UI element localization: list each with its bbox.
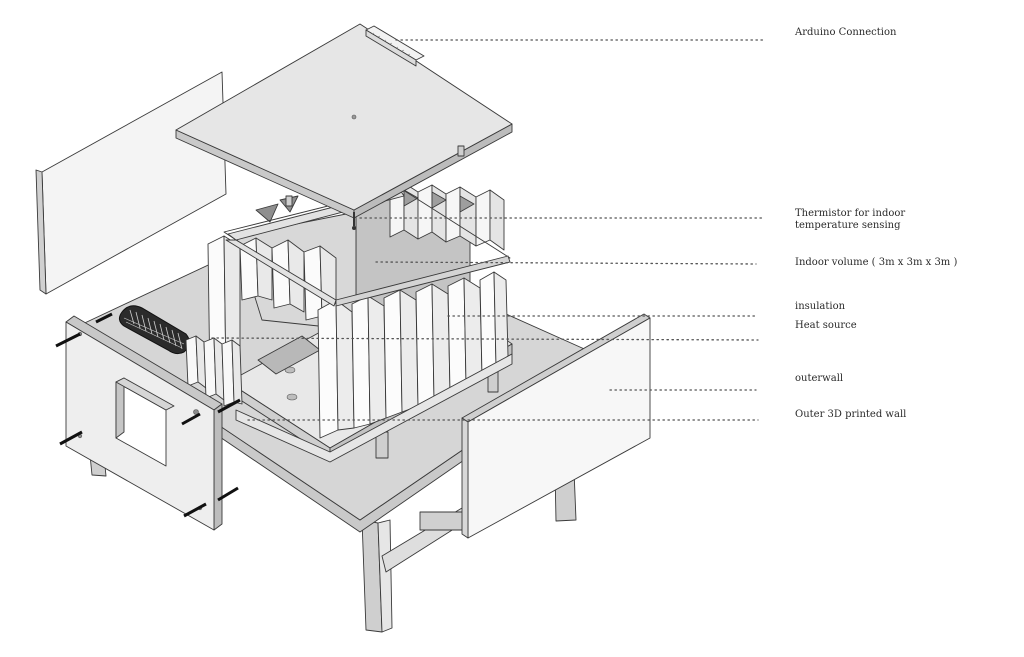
lid-face [175,23,513,211]
panel-side-edge [213,403,223,531]
fin-top-shadow [255,203,279,223]
leader-indoor-volume [375,261,757,265]
label-heat-source: Heat source [795,320,857,331]
leader-lines [211,39,765,421]
bottom-frame-edge [235,353,513,463]
heater-coil-icon [118,305,190,355]
thermistor-probe-icon [352,212,356,230]
label-indoor-volume: Indoor volume ( 3m x 3m x 3m ) [795,257,958,268]
outerwall-panel [461,313,651,539]
detached-left-panel [35,71,227,295]
bolt-icon [55,312,241,518]
floor-hole [284,366,296,374]
table-brace-block [419,511,467,531]
label-outer-3d-printed-wall: Outer 3D printed wall [795,409,907,420]
insulation-front-row [317,271,509,439]
top-lid [175,23,513,230]
table-leg-front-side [377,519,393,633]
outerwall-edge [461,417,469,539]
floor-hole [286,393,298,401]
leader-heat-source [211,337,759,341]
cube-bottom-frame [235,353,513,463]
panel-face [41,71,227,295]
label-arduino-connection: Arduino Connection [795,27,897,38]
label-outerwall: outerwall [795,373,844,384]
lid-center-hole [351,114,357,120]
front-left-panel [65,315,223,531]
panel-edge [35,169,47,295]
label-insulation: insulation [795,301,846,312]
small-printed-fins [185,335,243,407]
label-thermistor: Thermistor for indoor temperature sensin… [795,208,906,231]
arduino-connector-icon [365,25,425,67]
